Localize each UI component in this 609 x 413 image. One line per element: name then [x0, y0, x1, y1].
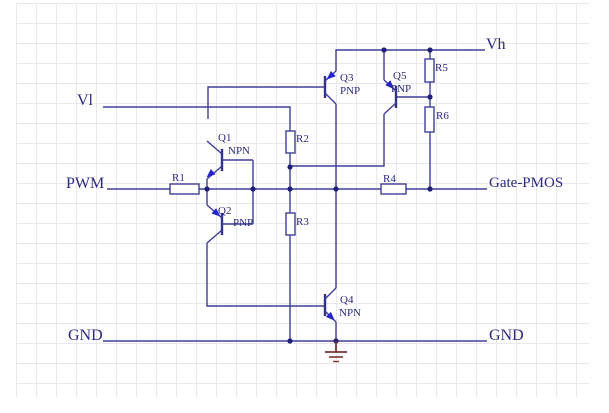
q4-emitter-arrow-icon [325, 311, 335, 321]
q3-ref-label: Q3 [340, 72, 354, 84]
port-label-vl: Vl [77, 92, 94, 109]
q5-ref-label: Q5 [393, 70, 407, 82]
port-label-gnd-right: GND [489, 327, 524, 344]
r1-label: R1 [172, 172, 185, 184]
r6-label: R6 [436, 110, 449, 122]
grid-background [16, 3, 589, 397]
r5-label: R5 [435, 62, 448, 74]
r3-label: R3 [296, 216, 309, 228]
q3-collector [324, 92, 337, 105]
port-label-gate-pmos: Gate-PMOS [489, 175, 563, 191]
q2-ref-label: Q2 [218, 205, 231, 217]
junction-dot [287, 164, 293, 170]
resistor-r6: R6 [424, 106, 449, 133]
q5-collector [383, 102, 397, 115]
transistor-q2: Q2 PNP [206, 204, 253, 244]
transistor-q3: Q3 PNP [323, 70, 360, 105]
q2-emitter-arrow-icon [211, 208, 221, 217]
r1-body [169, 183, 200, 195]
r4-body [380, 183, 407, 195]
q3-emitter-arrow-icon [326, 70, 336, 80]
resistor-r1: R1 [169, 172, 200, 195]
q4-ref-label: Q4 [340, 294, 354, 306]
q4-collector [324, 287, 337, 300]
q5-emitter-arrow-icon [385, 80, 395, 90]
r5-body [424, 58, 435, 83]
wire-vh [335, 49, 485, 71]
transistor-q5: Q5 PNP [383, 70, 411, 115]
q2-type-label: PNP [233, 217, 253, 229]
q3-type-label: PNP [340, 85, 360, 97]
port-label-vh: Vh [486, 36, 506, 53]
q5-type-label: PNP [391, 83, 411, 95]
junction-dot [427, 47, 433, 53]
r6-body [424, 106, 435, 133]
r3-body [285, 212, 296, 236]
r2-body [285, 130, 296, 154]
q4-type-label: NPN [339, 307, 361, 319]
resistor-r4: R4 [380, 173, 407, 195]
junction-dot [427, 94, 433, 100]
junction-dots [204, 47, 433, 344]
junction-dot [250, 186, 256, 192]
junction-dot [287, 338, 293, 344]
r2-label: R2 [296, 133, 309, 145]
resistor-r2: R2 [285, 130, 309, 154]
junction-dot [204, 186, 210, 192]
earth-ground-icon [325, 341, 347, 363]
port-label-gnd-left: GND [68, 327, 103, 344]
q1-ref-label: Q1 [218, 132, 231, 144]
q1-type-label: NPN [228, 145, 250, 157]
junction-dot [381, 47, 387, 53]
port-label-pwm: PWM [66, 175, 104, 192]
wire-q2c-q4b [206, 243, 325, 307]
junction-dot [427, 186, 433, 192]
q1-emitter-arrow-icon [206, 169, 216, 178]
junction-dot [333, 186, 339, 192]
junction-dot [287, 186, 293, 192]
resistor-r3: R3 [285, 212, 309, 236]
resistor-r5: R5 [424, 58, 448, 83]
port-labels: Vl Vh PWM Gate-PMOS GND GND [66, 36, 563, 344]
transistor-q4: Q4 NPN [323, 287, 361, 323]
q1-collector [206, 140, 223, 155]
wire-q1c-q3b [207, 86, 325, 119]
q1-emitter [206, 165, 223, 180]
r4-label: R4 [383, 173, 396, 185]
wire-q5c-r2 [290, 114, 385, 167]
transistor-q1: Q1 NPN [206, 132, 253, 180]
wire-vl [103, 106, 291, 131]
q2-collector [206, 229, 223, 244]
wires [103, 49, 487, 342]
